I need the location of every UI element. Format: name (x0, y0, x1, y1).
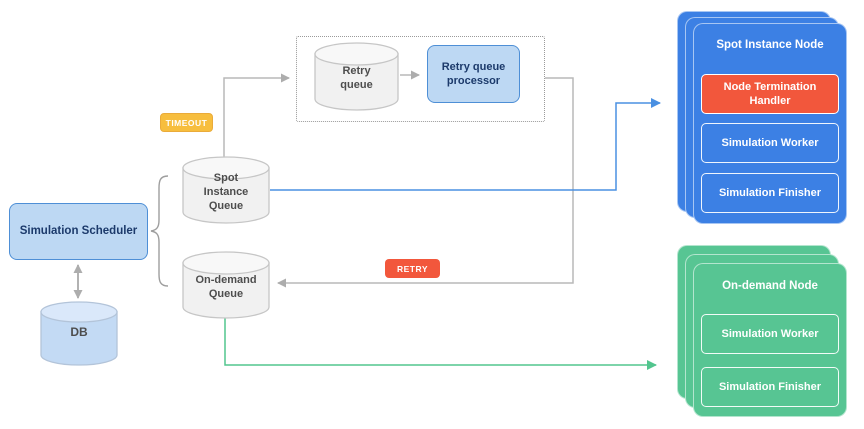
on-demand-node: On-demand Node Simulation Worker Simulat… (693, 263, 847, 417)
spot-instance-queue-label-wrap: Spot Instance Queue (183, 166, 269, 218)
db-label-wrap: DB (41, 308, 117, 358)
retry-badge: RETRY (385, 259, 440, 278)
ondemand-simulation-worker-label: Simulation Worker (721, 327, 819, 340)
retry-queue-label-wrap: Retry queue (315, 52, 398, 104)
timeout-connector (223, 73, 290, 162)
timeout-badge-label: TIMEOUT (165, 117, 208, 128)
retry-queue-label: Retry queue (340, 64, 373, 91)
retry-connector (277, 77, 574, 288)
scheduler-queues-brace (150, 175, 169, 287)
ondemand-simulation-worker-box: Simulation Worker (701, 314, 839, 354)
ondemand-node-title: On-demand Node (722, 280, 818, 292)
node-termination-handler-label: Node Termination Handler (723, 80, 817, 107)
on-demand-queue-label-wrap: On-demand Queue (183, 261, 269, 313)
on-demand-queue-cylinder (182, 251, 270, 319)
spot-instance-queue-cylinder (182, 156, 270, 224)
retry-badge-label: RETRY (397, 263, 428, 274)
simulation-scheduler-label: Simulation Scheduler (19, 225, 138, 238)
ondemand-queue-to-node-connector (224, 316, 657, 370)
simulation-scheduler-box: Simulation Scheduler (9, 203, 148, 260)
spot-simulation-worker-box: Simulation Worker (701, 123, 839, 163)
retry-queue-cylinder (314, 42, 399, 111)
spot-instance-node: Spot Instance Node Node Termination Hand… (693, 23, 847, 224)
ondemand-simulation-finisher-box: Simulation Finisher (701, 367, 839, 407)
spot-node-title: Spot Instance Node (716, 39, 824, 51)
retry-queue-processor-box: Retry queue processor (427, 45, 520, 103)
spot-queue-to-node-connector (270, 98, 661, 191)
ondemand-simulation-finisher-label: Simulation Finisher (718, 380, 822, 393)
retry-queue-processor-label: Retry queue processor (441, 60, 506, 87)
spot-simulation-finisher-label: Simulation Finisher (718, 186, 822, 199)
timeout-badge: TIMEOUT (160, 113, 213, 132)
db-cylinder (40, 301, 118, 366)
spot-instance-queue-label: Spot Instance Queue (203, 171, 249, 213)
on-demand-queue-label: On-demand Queue (195, 273, 257, 300)
node-termination-handler-box: Node Termination Handler (701, 74, 839, 114)
retry-group-container (296, 36, 545, 122)
spot-simulation-finisher-box: Simulation Finisher (701, 173, 839, 213)
db-label: DB (70, 325, 88, 340)
spot-simulation-worker-label: Simulation Worker (721, 136, 819, 149)
